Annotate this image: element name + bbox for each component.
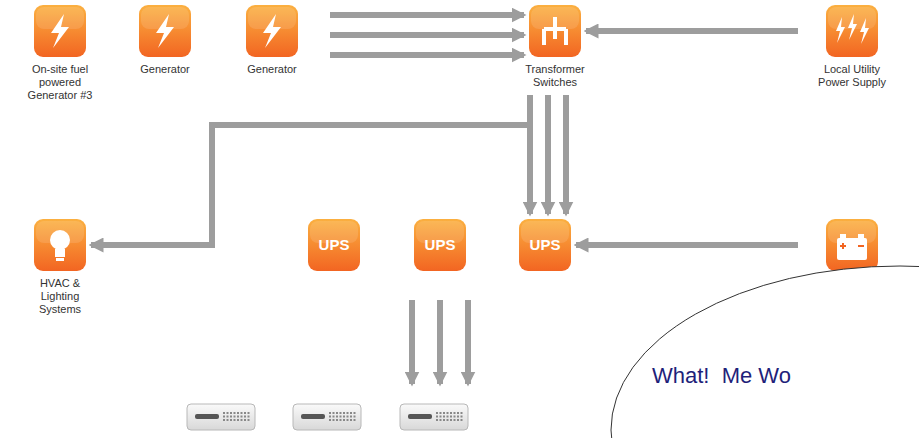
transformer-icon: Transformer Switches: [519, 5, 591, 89]
generator-icon: On-site fuel powered Generator #3: [17, 5, 103, 102]
icon-tile: [34, 219, 86, 271]
icon-graphic: [826, 5, 878, 57]
node-label: Transformer Switches: [519, 63, 591, 89]
icon-tile: [826, 5, 878, 57]
power-arrow: [586, 28, 798, 34]
node-label: Generator: [125, 63, 205, 76]
icon-tile: [34, 5, 86, 57]
callout-outline: [610, 265, 919, 438]
ups-icon: UPS: [414, 219, 466, 271]
power-arrow: [563, 95, 569, 214]
node-label: On-site fuel powered Generator #3: [17, 63, 103, 102]
icon-label: UPS: [414, 219, 466, 271]
icon-graphic: [139, 5, 191, 57]
speech-callout: What! Me Wo: [610, 265, 919, 438]
icon-graphic: [826, 219, 878, 271]
icon-tile: [139, 5, 191, 57]
ups-icon: UPS: [519, 219, 571, 271]
utility-icon: Local Utility Power Supply: [810, 5, 894, 89]
node-label: Local Utility Power Supply: [810, 63, 894, 89]
icon-label: UPS: [308, 219, 360, 271]
power-arrow: [576, 242, 798, 248]
icon-tile: UPS: [308, 219, 360, 271]
icon-graphic: [34, 5, 86, 57]
icon-graphic: [246, 5, 298, 57]
icon-graphic: [34, 219, 86, 271]
power-arrow: [330, 52, 524, 58]
generator-icon: Generator: [125, 5, 205, 76]
power-arrow: [527, 95, 533, 214]
hvac-icon: HVAC & Lighting Systems: [32, 219, 88, 316]
icon-tile: [529, 5, 581, 57]
icon-label: UPS: [519, 219, 571, 271]
power-arrow: [330, 12, 524, 18]
icon-tile: UPS: [414, 219, 466, 271]
server-unit: [187, 404, 255, 430]
server-unit: [400, 404, 468, 430]
icon-graphic: [529, 5, 581, 57]
node-label: HVAC & Lighting Systems: [32, 277, 88, 316]
icon-tile: [246, 5, 298, 57]
power-arrow: [330, 32, 524, 38]
icon-tile: UPS: [519, 219, 571, 271]
icon-tile: [826, 219, 878, 271]
generator-icon: Generator: [232, 5, 312, 76]
power-arrow: [545, 95, 551, 214]
node-label: Generator: [232, 63, 312, 76]
server-unit: [293, 404, 361, 430]
server-arrows: [412, 300, 468, 384]
server-racks: [187, 404, 468, 430]
callout-text: What! Me Wo: [610, 265, 919, 389]
ups-icon: UPS: [308, 219, 360, 271]
